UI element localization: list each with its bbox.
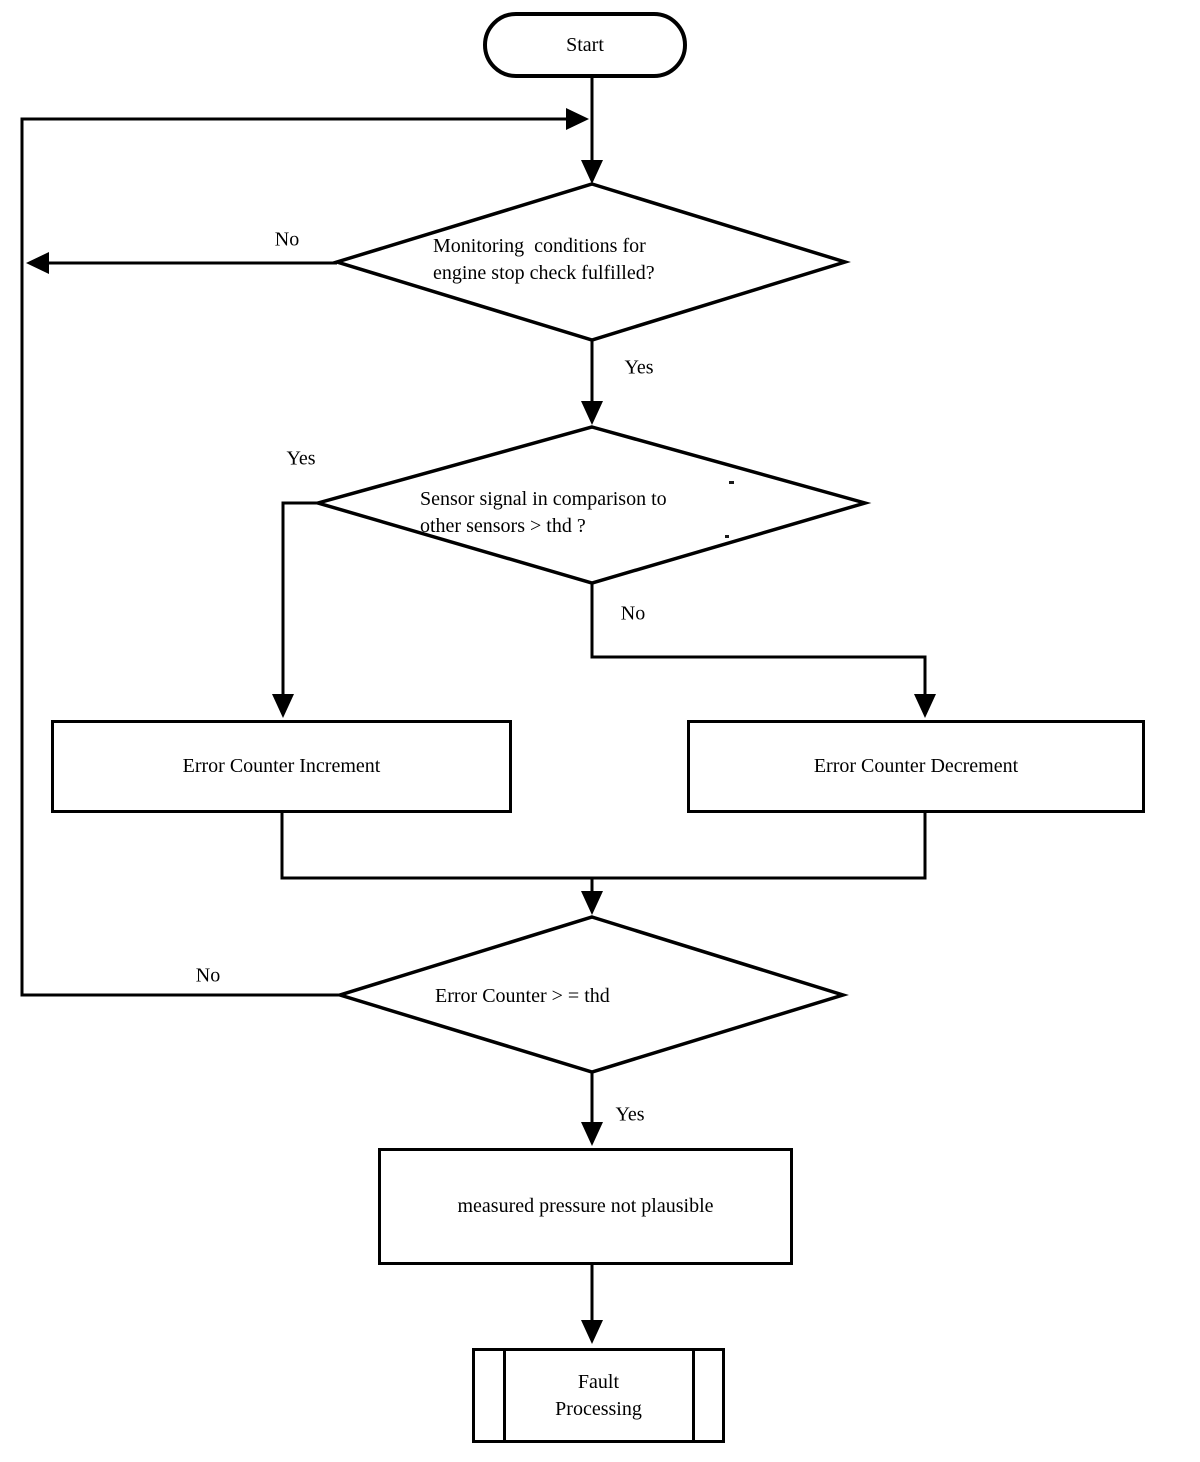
edge-label-monitoring-yes: Yes (624, 356, 654, 379)
edge-label-sensor-yes: Yes (286, 447, 316, 470)
edge-label-error-counter-yes: Yes (615, 1103, 645, 1126)
arrowhead-loop-join (566, 108, 589, 130)
arrowhead-monitoring-no (26, 252, 49, 274)
error-counter-decrement-node: Error Counter Decrement (687, 720, 1145, 813)
decision-error-counter-shape (334, 915, 849, 1074)
arrowhead-into-error-counter (581, 891, 603, 915)
measured-pressure-node: measured pressure not plausible (378, 1148, 793, 1265)
scan-artifact-dot (729, 481, 734, 484)
edge-merge (280, 812, 927, 880)
arrowhead-into-increment (272, 694, 294, 718)
decision-error-counter-label: Error Counter > = thd (435, 985, 610, 1007)
arrowhead-into-monitoring (581, 160, 603, 184)
scan-artifact-dot (725, 535, 729, 538)
arrowhead-into-fault (581, 1320, 603, 1344)
edge-label-monitoring-no: No (274, 228, 300, 251)
arrowhead-into-sensor (581, 401, 603, 425)
edge-label-sensor-no: No (620, 602, 646, 625)
error-counter-increment-label: Error Counter Increment (182, 755, 381, 777)
decision-monitoring-shape (331, 182, 851, 342)
decision-sensor-label: Sensor signal in comparison to other sen… (420, 488, 667, 537)
arrowhead-into-measured (581, 1122, 603, 1146)
edge-sensor-yes (281, 501, 318, 714)
predefined-process-left-bar (503, 1351, 506, 1440)
fault-processing-node: Fault Processing (472, 1348, 725, 1443)
error-counter-increment-node: Error Counter Increment (51, 720, 512, 813)
error-counter-decrement-label: Error Counter Decrement (813, 755, 1019, 777)
measured-pressure-label: measured pressure not plausible (457, 1195, 714, 1217)
start-label: Start (566, 33, 604, 56)
fault-processing-label: Fault Processing (555, 1370, 642, 1420)
decision-monitoring-label: Monitoring conditions for engine stop ch… (433, 235, 655, 284)
start-node: Start (483, 12, 687, 78)
edge-sensor-no (590, 583, 927, 714)
predefined-process-right-bar (692, 1351, 695, 1440)
decision-sensor-shape (311, 425, 872, 585)
edge-label-error-counter-no: No (195, 964, 221, 987)
arrowhead-into-decrement (914, 694, 936, 718)
edge-loop-no-return (20, 117, 582, 997)
